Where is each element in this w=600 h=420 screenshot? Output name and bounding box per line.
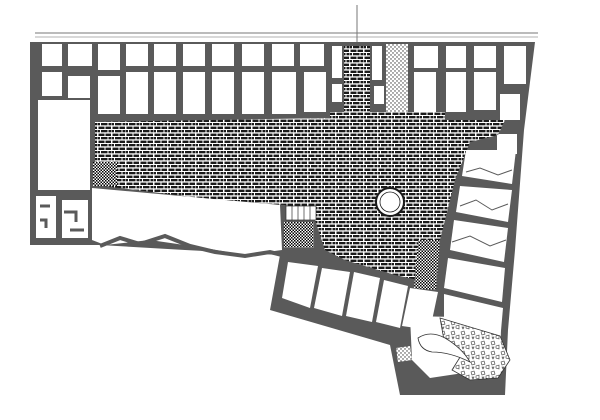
steps [285,205,317,221]
east-room-cracks [451,167,513,247]
boundary-lines [35,5,538,42]
west-rooms [36,100,90,238]
north-stair [344,44,408,116]
hatched-pavements [93,162,440,290]
north-rooms [42,44,526,154]
paved-area [95,112,505,280]
circular-well [375,187,405,217]
excavation-zone [396,316,511,381]
south-court [92,188,283,259]
west-room-details [40,204,84,232]
